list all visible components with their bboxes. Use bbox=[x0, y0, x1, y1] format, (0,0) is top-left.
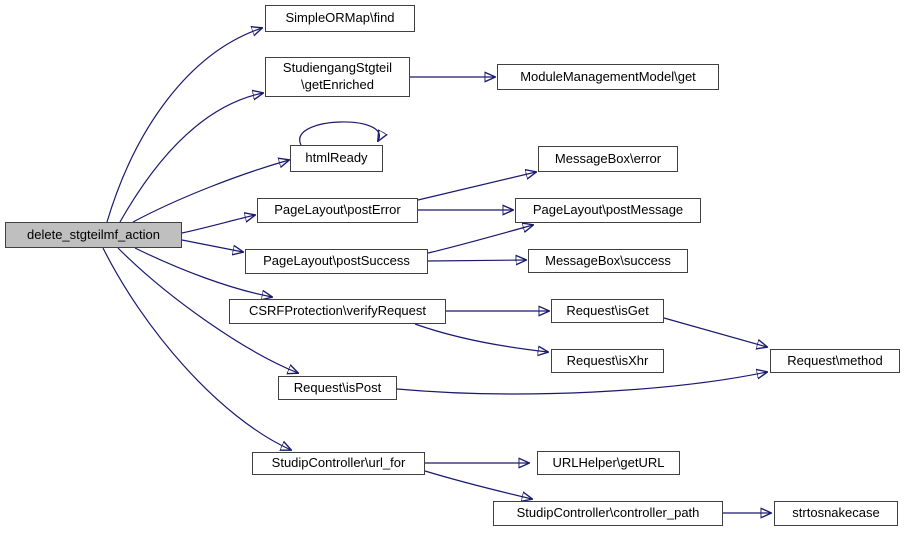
node-modulemanagementmodel-get[interactable]: ModuleManagementModel\get bbox=[497, 64, 719, 90]
node-label: Request\isXhr bbox=[566, 352, 649, 368]
edge-delete-to-posterror bbox=[181, 215, 255, 234]
node-csrfprotection-verifyrequest[interactable]: CSRFProtection\verifyRequest bbox=[229, 299, 446, 324]
edge-delete-to-verifyrequest bbox=[134, 247, 272, 297]
node-label: MessageBox\success bbox=[545, 252, 671, 268]
node-label: Request\isGet bbox=[566, 302, 649, 318]
edge-postsuccess-to-postmessage bbox=[427, 225, 533, 254]
node-label: PageLayout\postMessage bbox=[532, 202, 684, 218]
node-studiengangstgteil-getenriched[interactable]: StudiengangStgteil \getEnriched bbox=[265, 57, 410, 97]
edge-delete-to-ispost bbox=[117, 247, 298, 373]
edge-delete-to-postsuccess bbox=[181, 239, 243, 252]
edge-verifyrequest-to-isxhr bbox=[414, 323, 548, 352]
node-label: ModuleManagementModel\get bbox=[520, 68, 696, 84]
node-strtosnakecase[interactable]: strtosnakecase bbox=[774, 501, 898, 526]
node-label-line-2: \getEnriched bbox=[301, 77, 374, 92]
node-label: MessageBox\error bbox=[554, 150, 662, 166]
node-pagelayout-postmessage[interactable]: PageLayout\postMessage bbox=[515, 198, 701, 223]
edge-delete-to-urlfor bbox=[102, 247, 291, 450]
edge-postsuccess-to-messagebox-success bbox=[427, 260, 526, 261]
node-studipcontroller-controller-path[interactable]: StudipController\controller_path bbox=[493, 501, 723, 526]
edge-delete-to-getenriched bbox=[119, 93, 263, 223]
node-label-line-1: StudiengangStgteil bbox=[282, 60, 393, 76]
node-studipcontroller-url-for[interactable]: StudipController\url_for bbox=[252, 452, 425, 475]
node-htmlready[interactable]: htmlReady bbox=[290, 145, 383, 172]
edge-htmlready-self-loop bbox=[299, 121, 380, 146]
edge-delete-to-find bbox=[106, 28, 262, 223]
node-messagebox-success[interactable]: MessageBox\success bbox=[528, 249, 688, 273]
node-label: URLHelper\getURL bbox=[552, 454, 665, 470]
node-label: PageLayout\postError bbox=[274, 202, 401, 218]
node-label: Request\isPost bbox=[293, 379, 382, 395]
node-request-isget[interactable]: Request\isGet bbox=[551, 299, 664, 323]
edge-posterror-to-messagebox-error bbox=[417, 172, 536, 201]
edge-delete-to-htmlready bbox=[132, 160, 289, 223]
edge-isget-to-method bbox=[663, 317, 767, 347]
node-request-ispost[interactable]: Request\isPost bbox=[278, 376, 397, 400]
node-label: Request\method bbox=[787, 352, 883, 368]
node-label: PageLayout\postSuccess bbox=[263, 253, 410, 269]
node-label: StudipController\url_for bbox=[271, 455, 406, 471]
edge-ispost-to-method bbox=[396, 372, 767, 395]
node-request-isxhr[interactable]: Request\isXhr bbox=[551, 349, 664, 373]
node-label: htmlReady bbox=[305, 150, 368, 166]
node-label: StudipController\controller_path bbox=[516, 505, 700, 521]
node-label: SimpleORMap\find bbox=[285, 10, 395, 26]
node-urlhelper-geturl[interactable]: URLHelper\getURL bbox=[537, 451, 680, 475]
node-label: delete_stgteilmf_action bbox=[27, 226, 160, 242]
node-label: strtosnakecase bbox=[792, 505, 880, 521]
edge-urlfor-to-controllerpath bbox=[424, 470, 532, 499]
node-pagelayout-postsuccess[interactable]: PageLayout\postSuccess bbox=[245, 249, 428, 274]
node-request-method[interactable]: Request\method bbox=[770, 349, 900, 373]
node-delete-stgteilmf-action: delete_stgteilmf_action bbox=[5, 222, 182, 248]
node-label: CSRFProtection\verifyRequest bbox=[248, 303, 426, 319]
node-pagelayout-posterror[interactable]: PageLayout\postError bbox=[257, 198, 418, 223]
node-simpleormap-find[interactable]: SimpleORMap\find bbox=[265, 5, 415, 32]
node-messagebox-error[interactable]: MessageBox\error bbox=[538, 146, 678, 172]
